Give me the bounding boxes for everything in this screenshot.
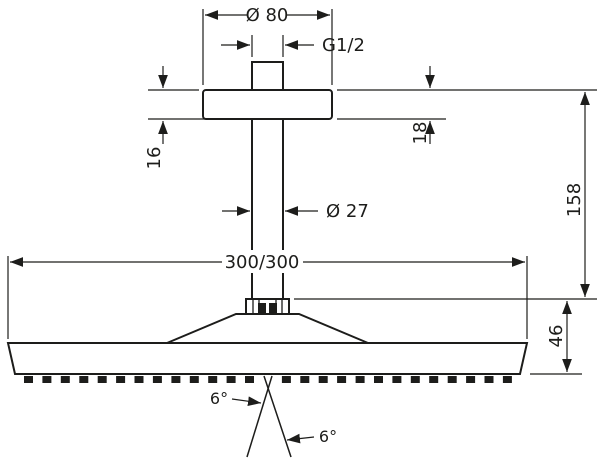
nozzle bbox=[171, 376, 181, 383]
nozzle bbox=[429, 376, 439, 383]
shower-head-plate bbox=[6, 342, 529, 375]
nozzle bbox=[502, 376, 512, 383]
dim-head-size: 300/300 bbox=[7, 250, 528, 339]
nozzle bbox=[79, 376, 89, 383]
nozzle bbox=[447, 376, 457, 383]
nozzle bbox=[42, 376, 52, 383]
joint-detail-right bbox=[269, 303, 277, 313]
nozzle bbox=[337, 376, 347, 383]
dim-height-16: 16 bbox=[144, 66, 248, 169]
nozzle bbox=[466, 376, 476, 383]
nozzle bbox=[318, 376, 328, 383]
nozzle bbox=[60, 376, 70, 383]
dim-spray-angle-left: 6° bbox=[210, 389, 262, 408]
dim-spray-angle-right: 6° bbox=[286, 427, 337, 446]
dim-label-spray-angle-left: 6° bbox=[210, 389, 228, 408]
dim-thread: G1/2 bbox=[221, 35, 365, 57]
nozzle bbox=[24, 376, 33, 383]
shower-body bbox=[6, 61, 529, 375]
dim-label-thread: G1/2 bbox=[322, 35, 365, 56]
dim-total-height: 158 bbox=[294, 92, 597, 300]
nozzle bbox=[484, 376, 494, 383]
thread-stub bbox=[251, 61, 284, 91]
nozzle-strip bbox=[24, 376, 512, 383]
nozzle bbox=[189, 376, 199, 383]
dim-head-height: 46 bbox=[530, 301, 582, 375]
ball-joint-cone bbox=[166, 313, 369, 344]
nozzle bbox=[410, 376, 420, 383]
ceiling-flange bbox=[202, 89, 333, 120]
dim-label-flange-diameter: Ø 80 bbox=[246, 5, 289, 26]
nozzle bbox=[374, 376, 383, 383]
nozzle bbox=[152, 376, 162, 383]
dim-label-pipe-diameter: Ø 27 bbox=[326, 201, 369, 222]
nozzle bbox=[97, 376, 107, 383]
dim-pipe-diameter: Ø 27 bbox=[222, 201, 369, 222]
dim-label-16: 16 bbox=[144, 147, 165, 170]
dim-label-18: 18 bbox=[410, 122, 431, 145]
joint-detail-left bbox=[258, 303, 266, 313]
nozzle bbox=[355, 376, 365, 383]
dim-label-head-size: 300/300 bbox=[225, 252, 300, 273]
nozzle bbox=[245, 376, 254, 383]
nozzle bbox=[116, 376, 126, 383]
dim-label-head-height: 46 bbox=[546, 325, 567, 348]
nozzle bbox=[281, 376, 291, 383]
spray-angle-lines bbox=[246, 375, 292, 458]
spray-line-right bbox=[263, 375, 292, 458]
dim-flange-diameter: Ø 80 bbox=[202, 5, 333, 85]
nozzle bbox=[134, 376, 144, 383]
nozzle bbox=[226, 376, 236, 383]
dim-label-total-height: 158 bbox=[564, 183, 585, 217]
dim-label-spray-angle-right: 6° bbox=[319, 427, 337, 446]
nozzle bbox=[300, 376, 310, 383]
dim-height-18: 18 bbox=[337, 66, 597, 144]
nozzle bbox=[392, 376, 402, 383]
nozzle bbox=[208, 376, 218, 383]
